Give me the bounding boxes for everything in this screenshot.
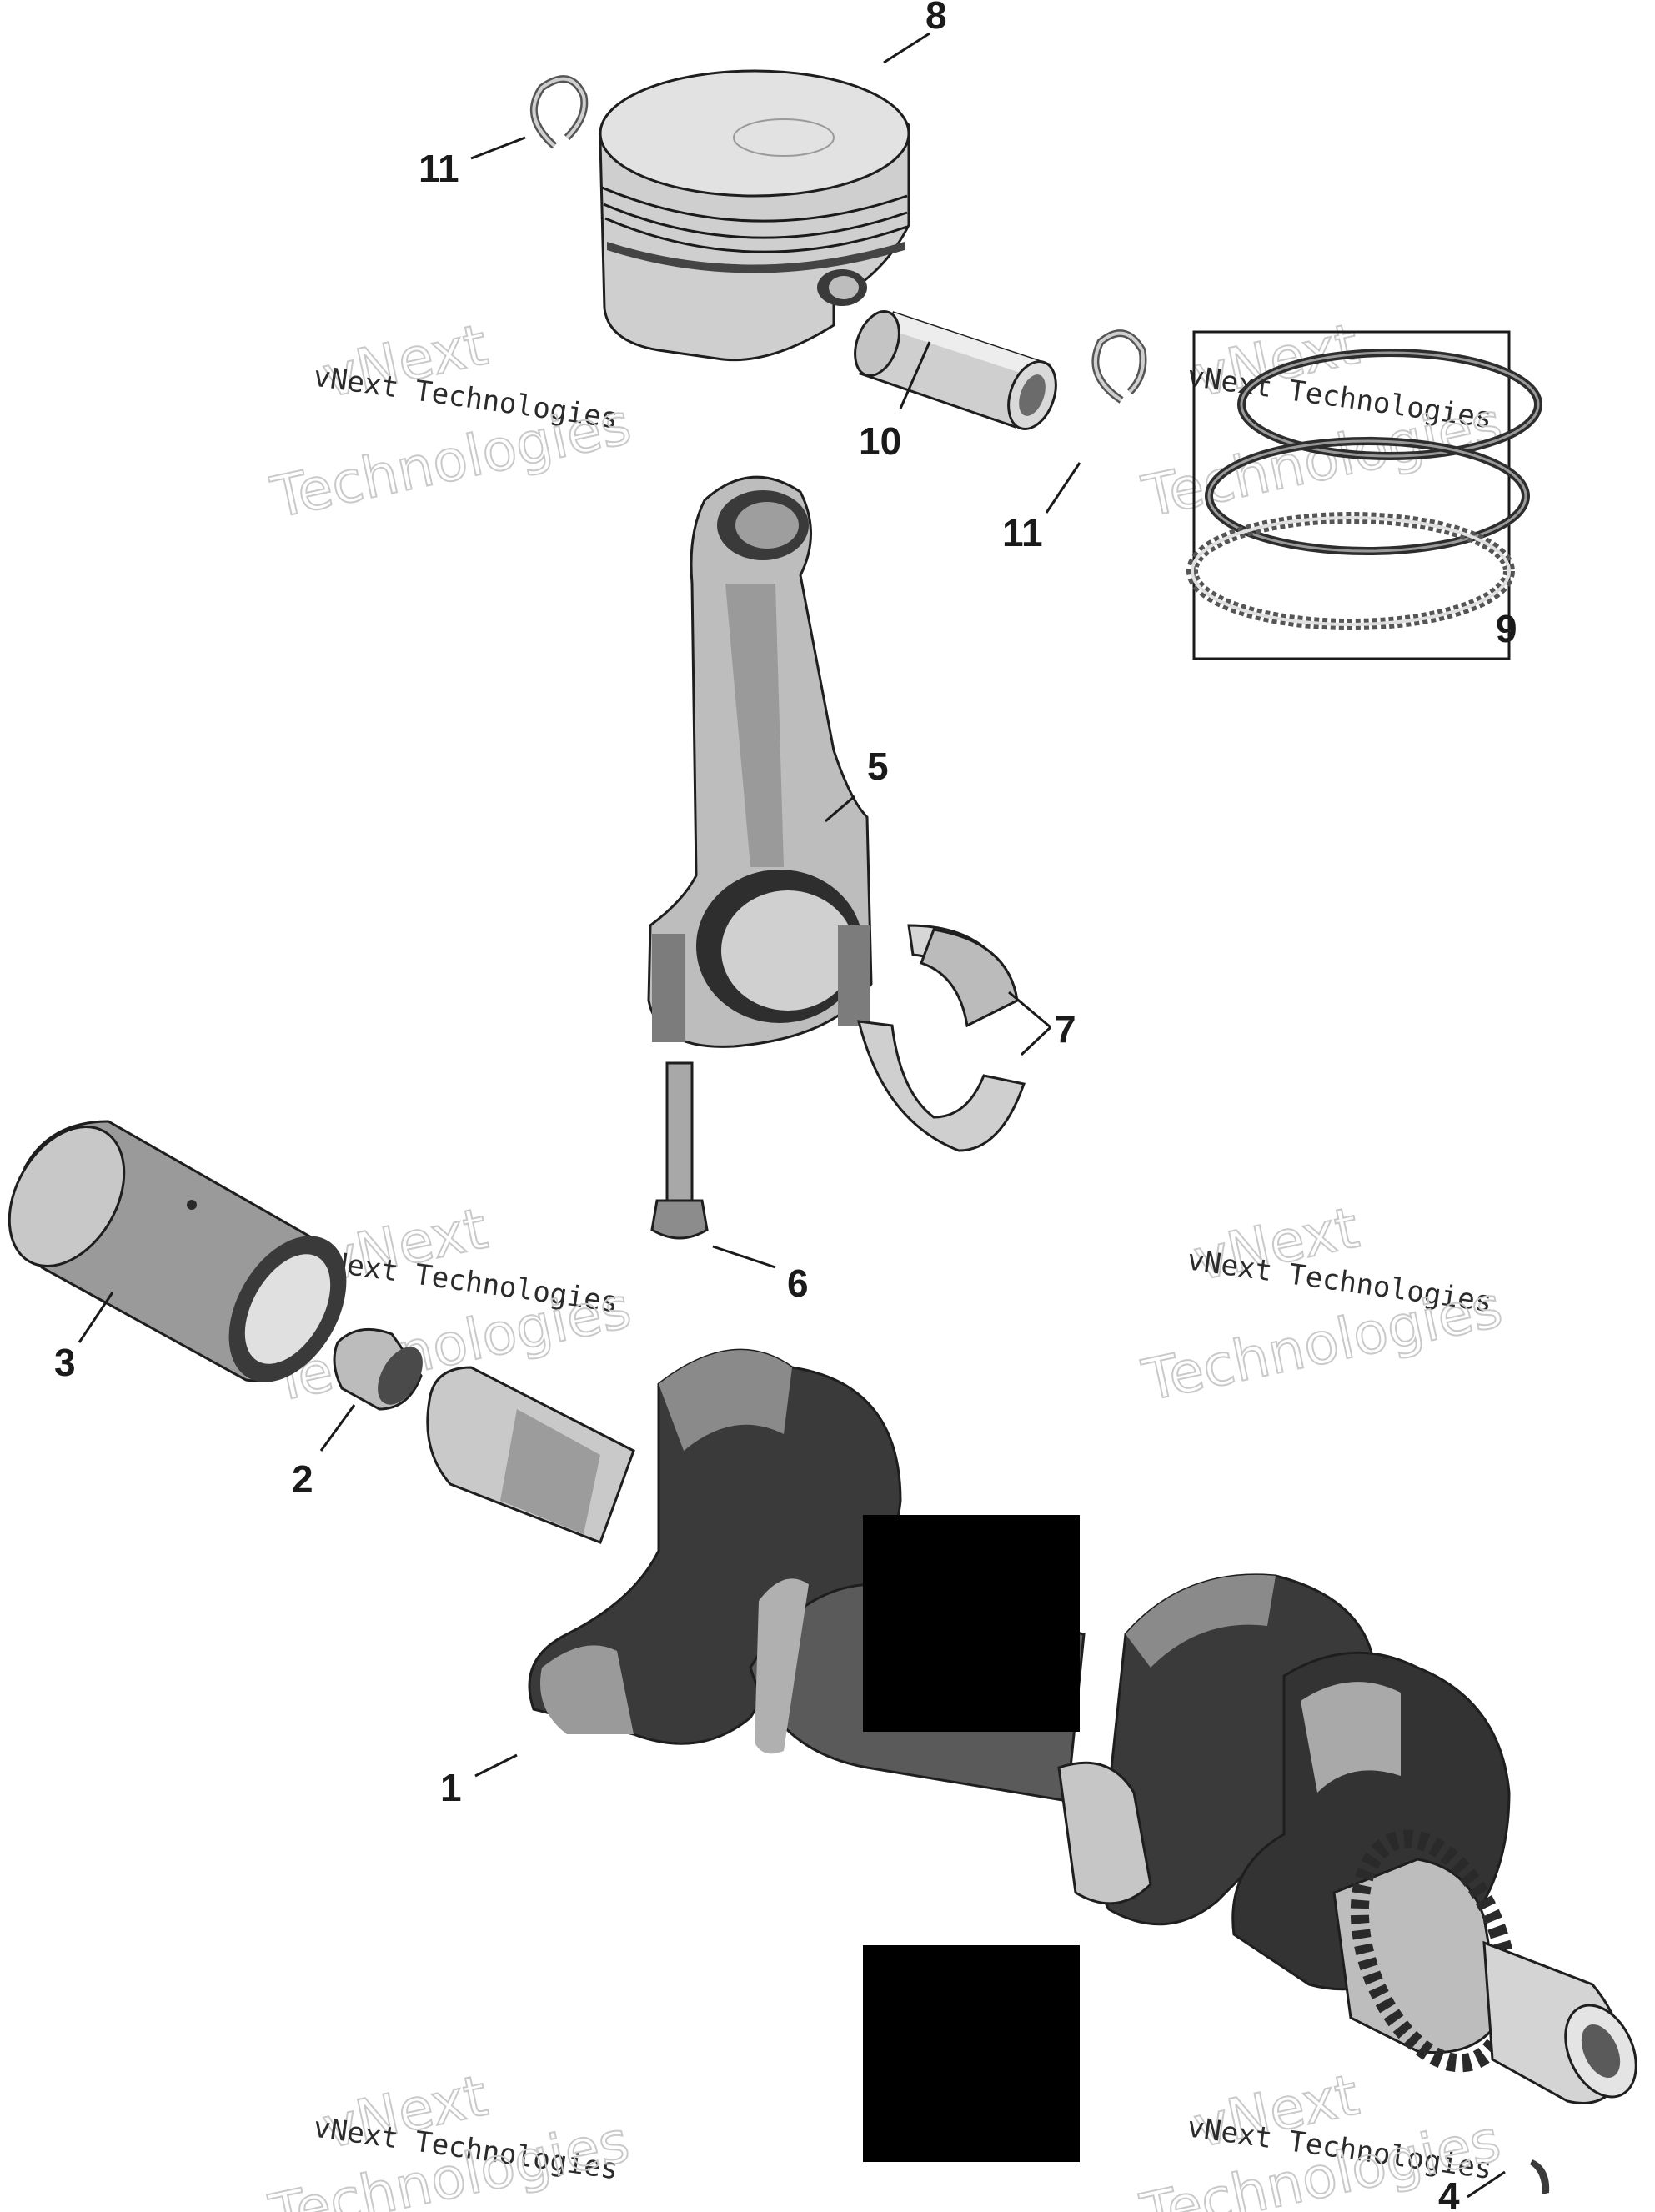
callout-8: 8	[925, 0, 947, 37]
callout-leader-4	[1467, 2170, 1506, 2199]
watermark-bottom-left: vNext vNext Technologies Technologies	[263, 2062, 636, 2212]
connecting-rod-bearings	[857, 924, 1026, 1152]
redaction-block-lower	[863, 1945, 1080, 2162]
piston-pin	[854, 310, 1057, 430]
piston-ring-set	[1186, 330, 1542, 660]
callout-leader-1	[474, 1753, 518, 1778]
callout-3: 3	[54, 1341, 76, 1384]
callout-leader-7b	[1020, 1026, 1052, 1056]
watermark-top-left: vNext vNext Technologies Technologies	[265, 311, 638, 532]
crankshaft-sleeve	[8, 1120, 347, 1382]
callout-9: 9	[1496, 607, 1517, 650]
callout-leader-2	[319, 1404, 356, 1452]
callout-leader-11-upper	[470, 136, 526, 160]
callout-11-lower: 11	[1002, 511, 1043, 554]
callout-5: 5	[867, 745, 889, 788]
callout-7: 7	[1055, 1007, 1076, 1051]
callout-10: 10	[859, 419, 901, 463]
piston	[599, 69, 910, 362]
circlip-lower	[1091, 329, 1147, 404]
woodruff-key	[1530, 2159, 1550, 2194]
watermark-top-right: vNext vNext Technologies Technologies	[1136, 310, 1509, 531]
callout-6: 6	[787, 1261, 809, 1305]
callout-leader-5	[825, 795, 855, 823]
callout-1: 1	[440, 1766, 462, 1809]
callout-leader-6	[712, 1245, 776, 1269]
redaction-block-upper	[863, 1515, 1080, 1732]
callout-leader-11-lower	[1045, 462, 1081, 514]
callout-2: 2	[292, 1457, 313, 1501]
callout-11-upper: 11	[419, 147, 459, 190]
callout-leader-7a	[1008, 991, 1051, 1029]
watermark-mid-right: vNext vNext Technologies Technologies	[1136, 1194, 1509, 1415]
callout-leader-8	[883, 32, 930, 64]
connecting-rod-bolt	[650, 1061, 709, 1240]
connecting-rod	[647, 475, 873, 1048]
callout-leader-10	[899, 341, 931, 409]
callout-leader-3	[78, 1292, 114, 1343]
ring-set-box	[1192, 330, 1511, 660]
circlip-upper	[529, 75, 589, 149]
needle-bearing	[333, 1327, 423, 1411]
callout-4: 4	[1438, 2174, 1460, 2212]
